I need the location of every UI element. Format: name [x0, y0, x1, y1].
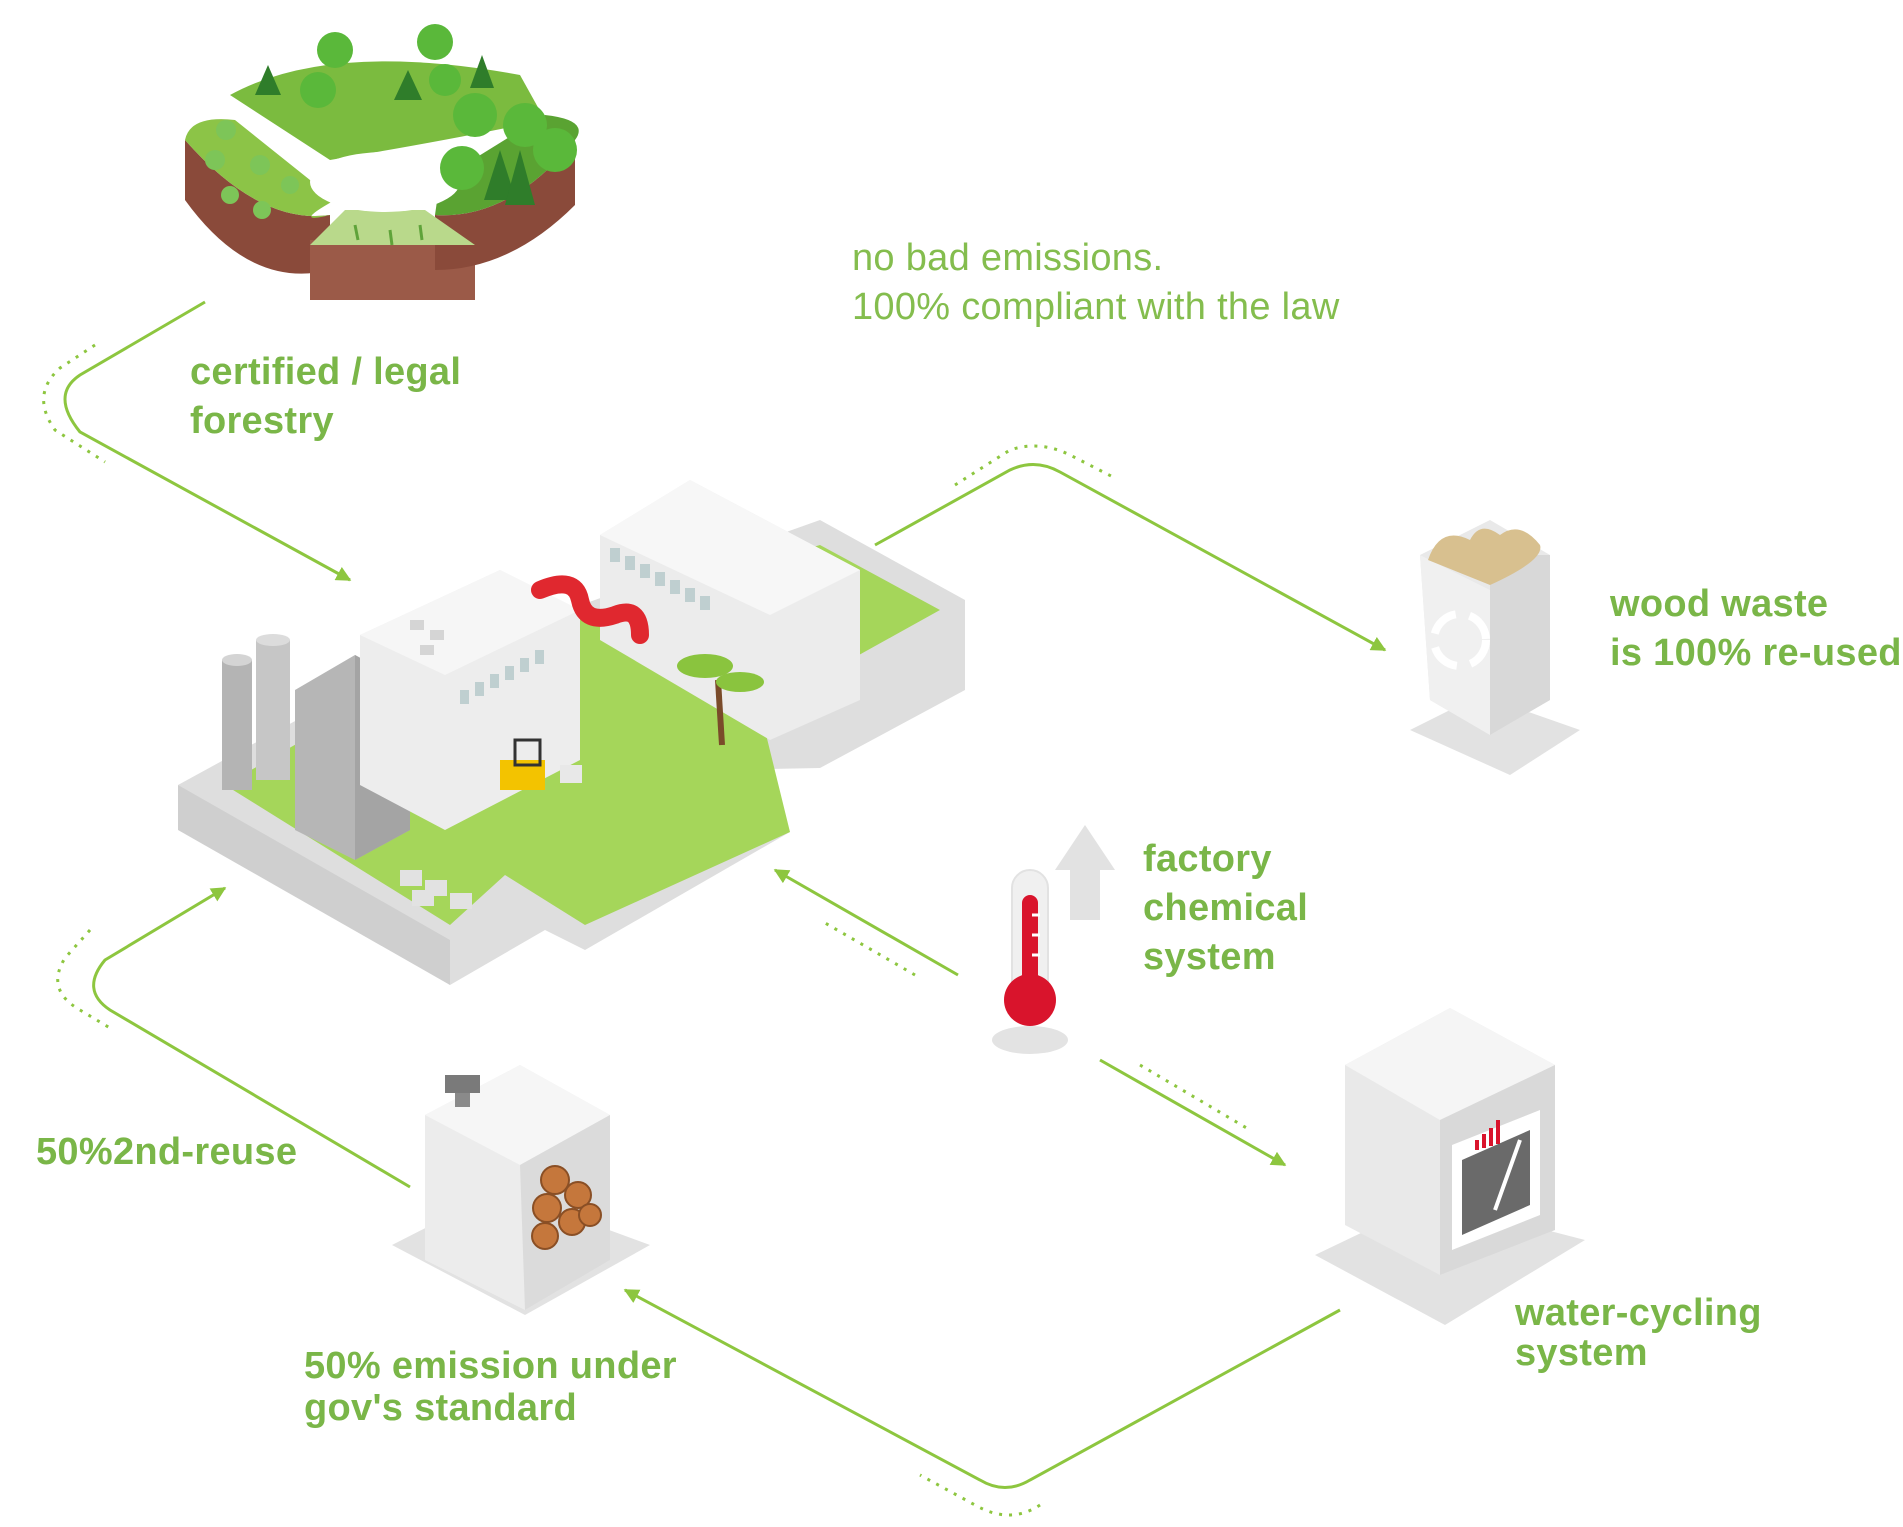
arrow-water-to-furnace [623, 1288, 1341, 1489]
arrow-forest-to-factory [63, 300, 352, 582]
arrow-thermo-dots-2 [1139, 1063, 1251, 1132]
label-forestry: certified / legal forestry [190, 351, 462, 442]
arrow-furnace-to-factory [92, 886, 411, 1189]
forest-ring-icon [185, 24, 579, 300]
label-emissions: no bad emissions. 100% compliant with th… [852, 237, 1340, 328]
label-chemical-system: factory chemical system [1143, 838, 1309, 978]
arrow-thermo-to-factory [773, 868, 959, 977]
arrow-forest-dots [42, 343, 106, 464]
log-furnace-icon [392, 1065, 650, 1315]
label-reuse: 50%2nd-reuse [36, 1131, 298, 1173]
factory-icon [178, 480, 965, 985]
arrow-furnace-dots [56, 929, 111, 1030]
recycle-bin-icon [1410, 520, 1580, 775]
thermometer-icon [992, 869, 1068, 1054]
arrow-thermo-to-water [1099, 1058, 1287, 1167]
label-wood-waste: wood waste is 100% re-used [1610, 583, 1902, 674]
arrow-factory-to-waste [874, 463, 1387, 652]
water-machine-icon [1315, 1008, 1585, 1325]
up-arrow-icon [1055, 825, 1115, 920]
arrow-thermo-dots-1 [819, 918, 916, 977]
flow-arrows [42, 300, 1387, 1517]
label-emission-standard: 50% emission under gov's standard [304, 1345, 677, 1429]
label-water-cycling: water-cycling system [1515, 1292, 1762, 1374]
